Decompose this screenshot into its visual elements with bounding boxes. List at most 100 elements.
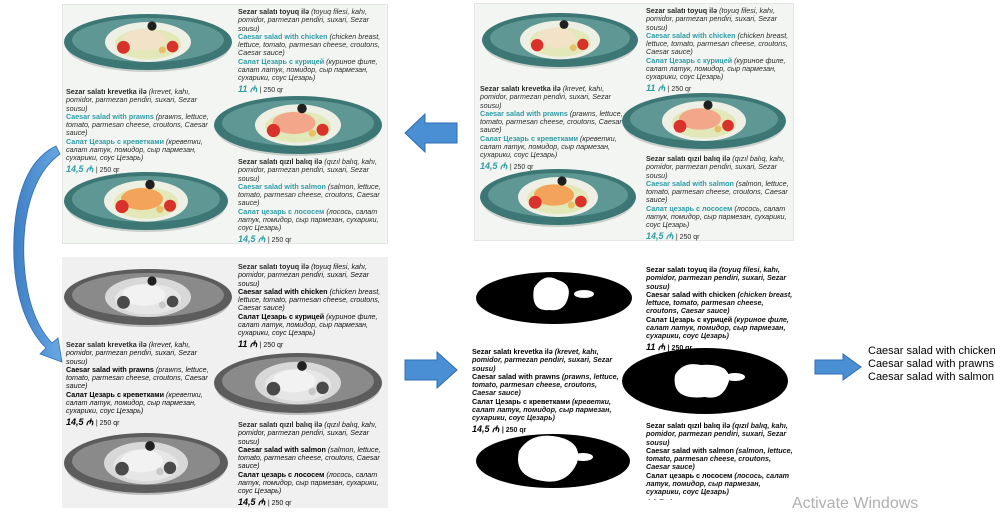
menu-item-prawns: Sezar salatı krevetka ilə (krevet, kahı,… [66, 87, 216, 175]
panel-original-cropped: Sezar salatı toyuq ilə (toyuq filesi, ka… [62, 4, 388, 244]
menu-name-ru: Салат Цезарь с курицей [646, 314, 733, 324]
menu-desc-ru_desc: (куриное филе, салат латук, помидор, сыр… [238, 56, 378, 83]
menu-desc-en_desc: (salmon, lettuce, tomato, parmesan chees… [646, 178, 789, 205]
menu-desc-az_desc: (toyuq filesi, kahı, pomidor, parmezan p… [238, 262, 370, 288]
right-arrow-icon [404, 350, 458, 390]
menu-desc-ru_desc: (лосось, салат латук, помидор, сыр парме… [238, 206, 379, 233]
menu-desc-ru_desc: (куриное филе, салат латук, помидор, сыр… [646, 55, 786, 82]
menu-desc-ru_desc: (лосось, салат латук, помидор, сыр парме… [238, 469, 379, 496]
weight: | 250 qr [675, 233, 700, 241]
menu-desc-en_desc: (prawns, lettuce, tomato, parmesan chees… [472, 371, 619, 398]
menu-name-ru: Салат Цезарь с креветками [480, 133, 579, 143]
weight: | 250 qr [259, 341, 284, 349]
menu-item-prawns: Sezar salatı krevetka ilə (krevet, kahı,… [472, 347, 622, 435]
price: 14,5 ₼ [66, 163, 94, 174]
menu-item-chicken: Sezar salatı toyuq ilə (toyuq filesi, ka… [646, 6, 794, 94]
menu-desc-en_desc: (prawns, lettuce, tomato, parmesan chees… [66, 364, 209, 391]
menu-name-az: Sezar salatı qızıl balıq ilə [646, 154, 731, 163]
menu-name-ru: Салат цезарь с лососем [238, 206, 325, 216]
menu-desc-ru_desc: (креветки, салат латук, помидор, сыр пар… [480, 133, 617, 160]
salad-plate-image [620, 89, 788, 158]
menu-name-ru: Салат Цезарь с креветками [66, 389, 165, 399]
result-arrow-icon [814, 353, 862, 381]
menu-desc-en_desc: (chicken breast, lettuce, tomato, parmes… [238, 31, 381, 58]
menu-item-prawns: Sezar salatı krevetka ilə (krevet, kahı,… [66, 340, 216, 428]
salad-plate-image [474, 432, 632, 495]
menu-desc-ru_desc: (креветки, салат латук, помидор, сыр пар… [472, 396, 612, 423]
menu-desc-en_desc: (salmon, lettuce, tomato, parmesan chees… [646, 445, 793, 472]
menu-desc-en_desc: (salmon, lettuce, tomato, parmesan chees… [238, 181, 381, 208]
weight: | 250 qr [267, 236, 292, 244]
menu-desc-az_desc: (krevet, kahı, pomidor, parmezan pendiri… [66, 87, 198, 113]
price: 14,5 ₼ [646, 498, 673, 500]
weight: | 250 qr [667, 344, 693, 352]
menu-name-az: Sezar salatı krevetka ilə [66, 340, 147, 349]
price: 11 ₼ [238, 83, 258, 94]
salad-plate-image [212, 92, 384, 163]
menu-name-en: Caesar salad with chicken [238, 31, 328, 41]
menu-desc-ru_desc: (куриное филе, салат латук, помидор, сыр… [238, 311, 378, 338]
menu-desc-en_desc: (prawns, lettuce, tomato, parmesan chees… [66, 111, 209, 138]
menu-desc-az_desc: (toyuq filesi, kahı, pomidor, parmezan p… [238, 7, 370, 33]
menu-desc-ru_desc: (креветки, салат латук, помидор, сыр пар… [66, 136, 203, 163]
menu-name-az: Sezar salatı krevetka ilə [66, 87, 147, 96]
menu-name-en: Caesar salad with salmon [646, 445, 734, 455]
menu-name-ru: Салат Цезарь с курицей [238, 56, 325, 66]
salad-plate-image [62, 10, 234, 79]
weight: | 250 qr [267, 499, 292, 507]
salad-plate-image [474, 270, 634, 331]
price: 11 ₼ [646, 341, 666, 352]
menu-desc-az_desc: (krevet, kahı, pomidor, parmezan pendiri… [480, 84, 612, 110]
recognized-results-list: Caesar salad with chicken Caesar salad w… [868, 345, 995, 384]
menu-name-az: Sezar salatı qızıl balıq ilə [238, 157, 323, 166]
menu-desc-ru_desc: (лосось, салат латук, помидор, сыр парме… [646, 203, 787, 230]
menu-desc-en_desc: (chicken breast, lettuce, tomato, parmes… [646, 289, 793, 316]
price: 14,5 ₼ [646, 230, 674, 241]
panel-binarized: Sezar salatı toyuq ilə (toyuq filesi, ka… [472, 262, 802, 500]
weight: | 250 qr [95, 419, 120, 427]
salad-plate-image [478, 165, 638, 234]
menu-item-chicken: Sezar salatı toyuq ilə (toyuq filesi, ka… [646, 265, 796, 353]
price: 14,5 ₼ [480, 160, 508, 171]
salad-plate-image [62, 429, 230, 502]
menu-name-en: Caesar salad with salmon [646, 178, 734, 188]
weight: | 250 qr [667, 85, 692, 93]
weight: | 250 qr [501, 426, 527, 434]
menu-name-ru: Салат Цезарь с курицей [238, 311, 325, 321]
price: 14,5 ₼ [472, 423, 500, 434]
menu-desc-az_desc: (qızıl balıq, kahı, pomidor, parmezan pe… [646, 421, 788, 447]
menu-name-ru: Салат цезарь с лососем [646, 470, 733, 480]
menu-name-ru: Салат Цезарь с креветками [472, 396, 571, 406]
menu-name-az: Sezar salatı qızıl balıq ilə [238, 420, 323, 429]
panel-original-photo: Sezar salatı toyuq ilə (toyuq filesi, ka… [474, 3, 794, 241]
menu-desc-az_desc: (toyuq filesi, kahı, pomidor, parmezan p… [646, 265, 787, 291]
result-item: Caesar salad with salmon [868, 371, 994, 383]
menu-item-salmon: Sezar salatı qızıl balıq ilə (qızıl balı… [646, 421, 796, 500]
menu-name-ru: Салат цезарь с лососем [646, 203, 733, 213]
menu-name-ru: Салат цезарь с лососем [238, 469, 325, 479]
menu-name-en: Caesar salad with chicken [238, 286, 328, 296]
salad-plate-image [62, 168, 230, 239]
menu-desc-az_desc: (toyuq filesi, kahı, pomidor, parmezan p… [646, 6, 778, 32]
menu-item-salmon: Sezar salatı qızıl balıq ilə (qızıl balı… [646, 154, 794, 241]
menu-desc-az_desc: (krevet, kahı, pomidor, parmezan pendiri… [472, 347, 613, 373]
menu-desc-ru_desc: (лосось, салат латук, помидор, сыр парме… [646, 470, 790, 497]
menu-desc-ru_desc: (куриное филе, салат латук, помидор, сыр… [646, 314, 789, 341]
price: 11 ₼ [238, 338, 258, 349]
salad-plate-image [480, 9, 640, 76]
menu-desc-az_desc: (qızıl balıq, kahı, pomidor, parmezan pe… [646, 154, 786, 180]
left-arrow-icon [404, 112, 458, 154]
menu-name-en: Caesar salad with prawns [66, 364, 154, 374]
menu-item-salmon: Sezar salatı qızıl balıq ilə (qızıl balı… [238, 157, 388, 244]
price: 14,5 ₼ [66, 416, 94, 427]
menu-name-az: Sezar salatı qızıl balıq ilə [646, 421, 731, 430]
menu-name-en: Caesar salad with chicken [646, 30, 736, 40]
menu-item-prawns: Sezar salatı krevetka ilə (krevet, kahı,… [480, 84, 630, 172]
curved-down-arrow-icon [13, 145, 63, 363]
menu-name-az: Sezar salatı krevetka ilə [472, 347, 553, 356]
menu-item-chicken: Sezar salatı toyuq ilə (toyuq filesi, ka… [238, 262, 388, 350]
weight: | 250 qr [259, 86, 284, 94]
weight: | 250 qr [95, 166, 120, 174]
menu-name-az: Sezar salatı toyuq ilə [238, 7, 310, 16]
menu-name-en: Caesar salad with prawns [480, 108, 568, 118]
